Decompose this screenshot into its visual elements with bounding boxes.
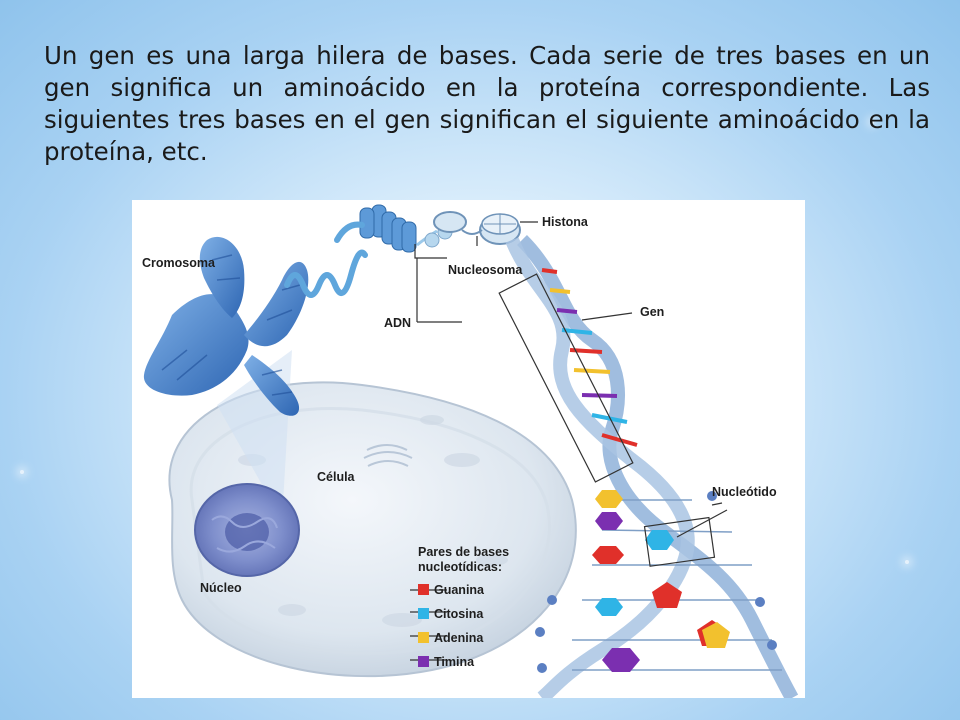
label-adn: ADN bbox=[384, 316, 411, 330]
dna-double-helix bbox=[505, 235, 799, 698]
label-nucleosoma: Nucleosoma bbox=[448, 263, 523, 277]
base-pairs-detail bbox=[535, 490, 782, 673]
nucleus bbox=[194, 483, 300, 577]
legend-swatch bbox=[418, 632, 429, 643]
legend-label: Adenina bbox=[434, 631, 484, 645]
chromosome-illustration bbox=[143, 236, 309, 416]
cell-illustration bbox=[168, 350, 577, 678]
label-histona: Histona bbox=[542, 215, 589, 229]
nucleosome-beads bbox=[433, 211, 521, 245]
base-pairs-legend: Pares de bases nucleotídicas: GuaninaCit… bbox=[418, 545, 509, 669]
background-sparkle bbox=[905, 560, 909, 564]
chromatin-fibre bbox=[284, 204, 521, 298]
gene-bracket bbox=[498, 273, 634, 483]
label-gen: Gen bbox=[640, 305, 664, 319]
background-sparkle bbox=[20, 470, 24, 474]
legend-label: Citosina bbox=[434, 607, 484, 621]
golgi-apparatus bbox=[363, 444, 413, 467]
slide-body-text: Un gen es una larga hilera de bases. Cad… bbox=[44, 41, 930, 166]
label-nucleotido: Nucleótido bbox=[712, 485, 777, 499]
label-celula: Célula bbox=[317, 470, 356, 484]
legend-label: Guanina bbox=[434, 583, 485, 597]
label-nucleo: Núcleo bbox=[200, 581, 242, 595]
label-cromosoma: Cromosoma bbox=[142, 256, 216, 270]
dna-structure-diagram: Cromosoma Histona Nucleosoma ADN Gen Cél… bbox=[132, 200, 805, 698]
legend-title-line2: nucleotídicas: bbox=[418, 560, 502, 574]
legend-swatch bbox=[418, 656, 429, 667]
legend-swatch bbox=[418, 608, 429, 619]
background-sparkle bbox=[870, 120, 874, 124]
legend-swatch bbox=[418, 584, 429, 595]
legend-label: Timina bbox=[434, 655, 475, 669]
legend-title-line1: Pares de bases bbox=[418, 545, 509, 559]
